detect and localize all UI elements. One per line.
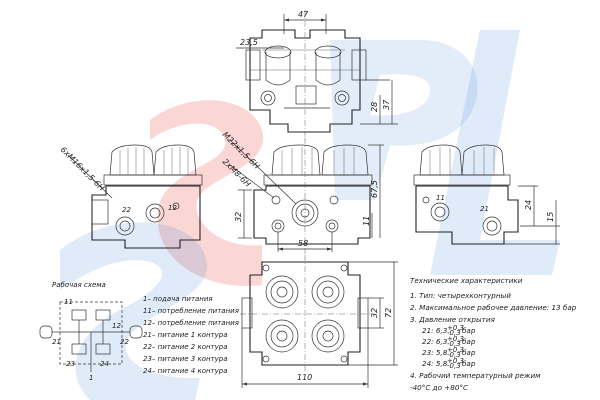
legend-line-4: 21– питание 1 контура	[143, 331, 228, 339]
pressure-24-unit: бар	[462, 359, 476, 368]
dim-right-h1: 24	[524, 200, 533, 210]
schema-port-23: 23	[66, 360, 75, 368]
watermark-s-blue	[60, 222, 208, 400]
dim-front-low: 11	[362, 216, 371, 226]
valve-circle-tr	[311, 275, 345, 309]
dim-right-h2: 15	[546, 212, 555, 222]
port-label-22: 22	[122, 206, 131, 214]
pressure-23-tol-up: +0,3	[447, 346, 464, 354]
valve-circle-tl	[265, 275, 299, 309]
top-view: 47 23,5 28 37	[236, 10, 398, 140]
dim-bottom-h1: 72	[384, 308, 393, 318]
pressure-24: 24: 5,8	[422, 359, 448, 368]
pressure-22: 22: 6,3	[422, 337, 448, 346]
watermark-s-red	[150, 100, 264, 286]
dim-front-mid: 32	[234, 212, 243, 222]
legend-line-5: 22– питание 2 контура	[143, 343, 228, 351]
schema-port-12: 12	[112, 322, 121, 330]
valve-circle-bl	[265, 319, 299, 353]
legend-line-1: 1– подача питания	[143, 295, 213, 303]
pressure-22-tol-dn: -0,3	[447, 340, 461, 348]
pressure-24-tol-up: +0,3	[447, 357, 464, 365]
schema-port-11: 11	[64, 298, 73, 306]
tech-item-4: 4. Рабочий температурный режим	[410, 371, 541, 380]
pressure-22-tol-up: +0,3	[447, 335, 464, 343]
tech-item-3: 3. Давление открытия	[410, 315, 496, 324]
port-label-21: 21	[480, 205, 489, 213]
tech-title: Технические характеристики	[410, 276, 523, 285]
schema-port-21: 21	[52, 338, 61, 346]
pressure-23: 23: 5,8	[422, 348, 448, 357]
tech-specs: Технические характеристики 1. Тип: четыр…	[410, 276, 577, 392]
tech-temp: -40°C до +80°C	[410, 383, 468, 392]
pressure-21-unit: бар	[462, 326, 476, 335]
pressure-21: 21: 6,3	[422, 326, 448, 335]
dim-top-width: 47	[298, 10, 309, 19]
schema-port-1: 1	[89, 374, 93, 382]
legend-line-7: 24– питание 4 контура	[143, 367, 228, 375]
dim-top-h2: 37	[382, 99, 391, 110]
schema-port-22: 22	[120, 338, 129, 346]
pressure-23-tol-dn: -0,3	[447, 351, 461, 359]
port-label-11: 11	[436, 194, 445, 202]
pressure-22-unit: бар	[462, 337, 476, 346]
dim-front-width: 58	[298, 239, 308, 248]
port-label-12: 12	[168, 204, 177, 212]
right-side-view: 11 21 24 15	[413, 144, 560, 245]
working-schema: Рабочая схема 11 12 21 22 23 24 1 1– под…	[39, 281, 239, 382]
thread-left-label: 6xM16x1,5-6H	[59, 145, 107, 193]
pressure-24-tol-dn: -0,3	[447, 362, 461, 370]
dim-front-height: 67,5	[370, 180, 379, 198]
legend-line-6: 23– питание 3 контура	[143, 355, 228, 363]
tech-item-1: 1. Тип: четырехконтурный	[410, 291, 511, 300]
pressure-21-tol-dn: -0,3	[447, 329, 461, 337]
bottom-view: 110 72 32	[240, 255, 398, 388]
dim-top-h1: 28	[370, 102, 379, 112]
legend-line-3: 12– потребление питания	[143, 319, 239, 327]
watermark-l-blue	[430, 30, 560, 275]
schema-title: Рабочая схема	[52, 281, 106, 289]
watermark-logo	[60, 30, 560, 400]
dim-bottom-h2: 32	[370, 308, 379, 318]
pressure-23-unit: бар	[462, 348, 476, 357]
dim-top-offset: 23,5	[240, 38, 258, 47]
dim-bottom-width: 110	[297, 373, 312, 382]
pressure-21-tol-up: +0,3	[447, 324, 464, 332]
tech-item-2: 2. Максимальное рабочее давление: 13 бар	[410, 303, 577, 312]
valve-circle-br	[311, 319, 345, 353]
schema-port-24: 24	[100, 360, 109, 368]
legend-line-2: 11– потребление питания	[143, 307, 239, 315]
